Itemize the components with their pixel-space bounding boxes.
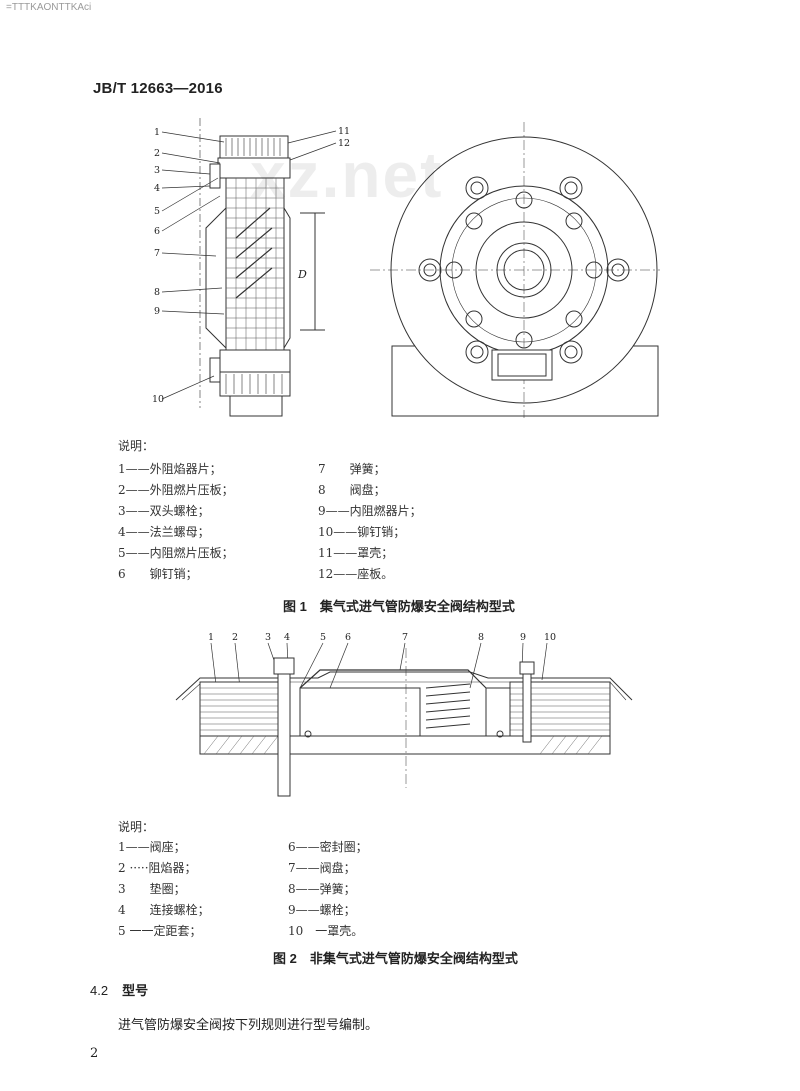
figure2-callout: 3 xyxy=(265,632,271,643)
figure2-callout: 8 xyxy=(478,632,484,643)
figure2-section-view xyxy=(175,648,633,797)
figure2-legend-item: 7——阀盘； xyxy=(288,861,356,875)
figure2-caption: 图 2 非集气式进气管防爆安全阀结构型式 xyxy=(273,951,518,966)
figure2-callout: 4 xyxy=(284,632,290,643)
figure1-callout: 4 xyxy=(154,183,160,194)
figure1-legend-item: 8 阀盘； xyxy=(318,483,386,497)
figure2-callout: 10 xyxy=(544,632,556,643)
figure1-callout: 10 xyxy=(152,394,164,405)
figure2-legend-item: 6——密封圈； xyxy=(288,840,368,854)
figure2-legend-item: 1——阀座； xyxy=(118,840,186,854)
figure1-legend-item: 4——法兰螺母； xyxy=(118,525,210,539)
figure1-legend-item: 7 弹簧； xyxy=(318,462,386,476)
figure2-legend-title: 说明： xyxy=(118,820,155,834)
section-heading: 4.2 型号 xyxy=(90,980,148,999)
figure2-legend-item: 10 一罩壳。 xyxy=(288,924,364,938)
figure1-legend-title: 说明： xyxy=(118,439,155,453)
figure1-legend-item: 1——外阻焰器片； xyxy=(118,462,222,476)
figure2-drawing: 1 2 3 4 5 6 7 8 9 10 xyxy=(175,632,633,797)
figure1-callout: 3 xyxy=(154,165,160,176)
figure2-callout: 1 xyxy=(208,632,214,643)
figure1-front-view xyxy=(370,122,660,418)
section-number: 4.2 xyxy=(90,983,109,998)
top-mark: =TTTKAONTTKAci xyxy=(6,2,92,13)
figure1-callout: 6 xyxy=(154,226,160,237)
figure2-legend-item: 5 一一定距套； xyxy=(118,924,202,938)
figure2-callout: 2 xyxy=(232,632,238,643)
figure1-legend-item: 10——铆钉销； xyxy=(318,525,406,539)
standard-number: JB/T 12663—2016 xyxy=(93,80,223,97)
figure1-drawing: D 1 2 3 4 5 6 7 8 9 10 11 12 xyxy=(152,118,660,418)
figure2-callout: 7 xyxy=(402,632,408,643)
figure1-legend-item: 6 铆钉销； xyxy=(118,567,198,581)
figure2-callout: 5 xyxy=(320,632,326,643)
figure1-callout: 12 xyxy=(338,138,350,149)
figure1-callouts: 1 2 3 4 5 6 7 8 9 10 11 12 xyxy=(152,126,350,405)
figure2-callout: 6 xyxy=(345,632,351,643)
figure2-legend-item: 2 ·····阻焰器； xyxy=(118,861,197,875)
figure2-legend-item: 3 垫圈； xyxy=(118,882,186,896)
figure1-callout: 9 xyxy=(154,306,160,317)
figure1-legend-item: 3——双头螺栓； xyxy=(118,504,210,518)
figure1-legend-item: 11——罩壳； xyxy=(318,546,394,560)
figure1-leaders xyxy=(161,130,337,400)
watermark: xz.net xyxy=(250,139,444,211)
figure1-dimension-label: D xyxy=(297,268,307,281)
figure1-callout: 1 xyxy=(154,127,160,138)
figure1-callout: 11 xyxy=(338,126,350,137)
figure2-legend-item: 9——螺栓； xyxy=(288,903,356,917)
figure1-callout: 2 xyxy=(154,148,160,159)
figure1-legend-item: 9——内阻燃器片； xyxy=(318,504,422,518)
page-number: 2 xyxy=(90,1046,99,1061)
figure1-caption: 图 1 集气式进气管防爆安全阀结构型式 xyxy=(283,599,515,614)
figure1-legend-item: 2——外阻燃片压板； xyxy=(118,483,234,497)
figure2-callouts: 1 2 3 4 5 6 7 8 9 10 xyxy=(208,632,556,643)
section-body-text: 进气管防爆安全阀按下列规则进行型号编制。 xyxy=(118,1018,379,1033)
figure2-callout: 9 xyxy=(520,632,526,643)
figure2-legend-item: 4 连接螺栓； xyxy=(118,903,210,917)
figure1-callout: 8 xyxy=(154,287,160,298)
figure1-section-view: D xyxy=(199,118,325,417)
figure1-callout: 5 xyxy=(154,206,160,217)
figure2-legend-item: 8——弹簧； xyxy=(288,882,356,896)
figure1-legend-item: 5——内阻燃片压板； xyxy=(118,546,234,560)
figure1-callout: 7 xyxy=(154,248,160,259)
figure1-legend-item: 12——座板。 xyxy=(318,567,394,581)
section-title: 型号 xyxy=(122,983,149,998)
